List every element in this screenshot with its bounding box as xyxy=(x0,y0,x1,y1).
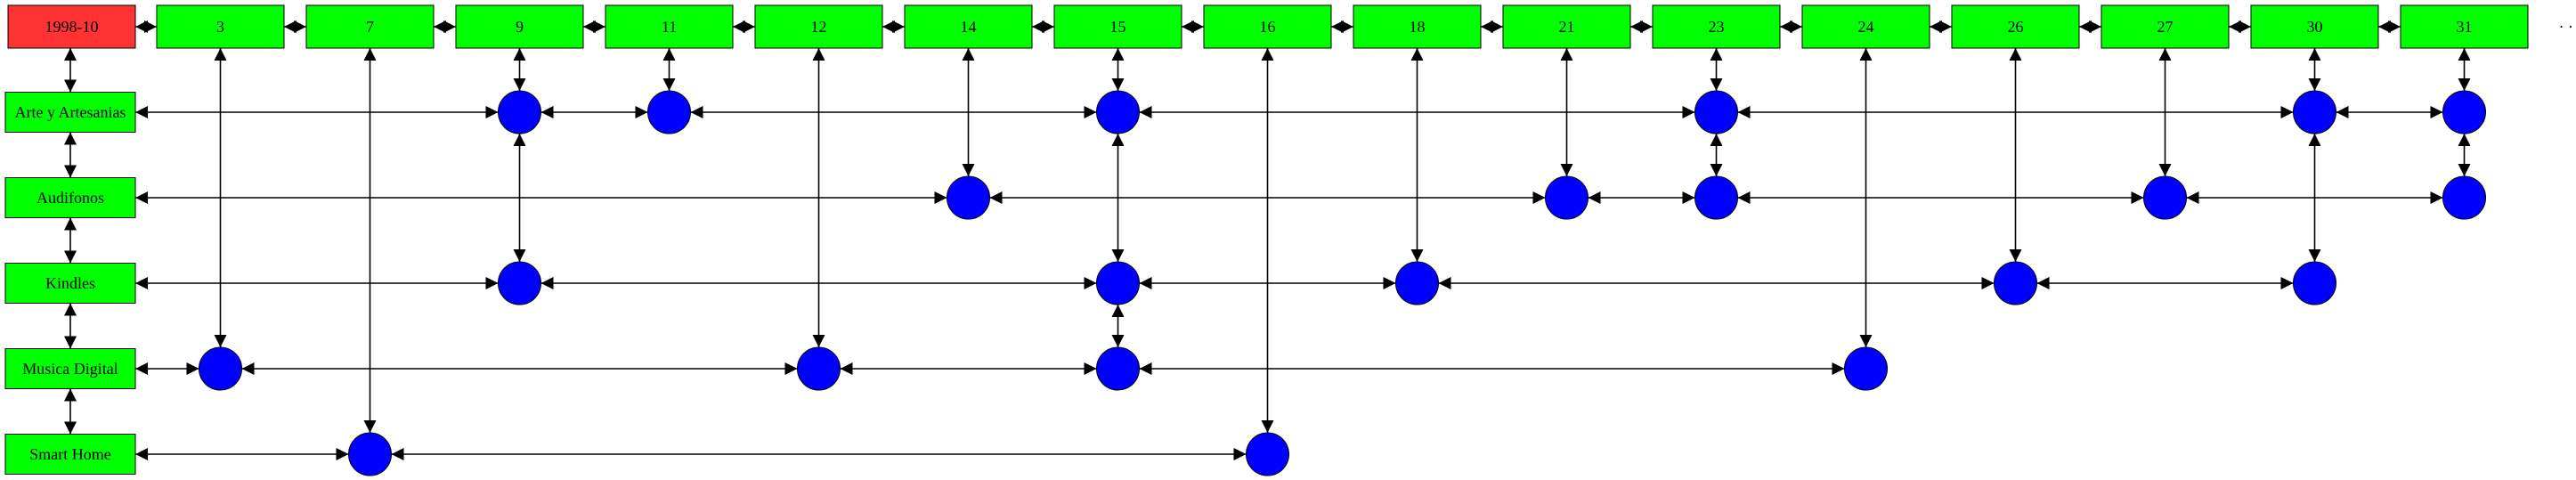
column-label-3: 3 xyxy=(216,18,224,36)
row-label-3: Musica Digital xyxy=(22,360,118,378)
column-label-21: 21 xyxy=(1559,18,1575,36)
column-label-7: 7 xyxy=(366,18,374,36)
row-box-0 xyxy=(4,92,136,133)
row-box-1 xyxy=(4,177,136,218)
node-kindles-15 xyxy=(1096,261,1140,305)
column-label-11: 11 xyxy=(662,18,677,36)
nodes-layer xyxy=(199,90,2486,476)
column-label-30: 30 xyxy=(2307,18,2323,36)
row-box-2 xyxy=(4,263,136,304)
trailing-ellipsis: · · · xyxy=(2559,18,2576,36)
node-arte-y-artesanias-9 xyxy=(498,90,541,134)
row-label-2: Kindles xyxy=(45,274,95,292)
row-label-1: Audifonos xyxy=(37,189,104,207)
column-box-11 xyxy=(605,4,734,49)
node-kindles-9 xyxy=(498,261,541,305)
column-label-12: 12 xyxy=(811,18,827,36)
node-musica-digital-12 xyxy=(797,346,841,391)
node-audifonos-14 xyxy=(947,175,990,220)
column-label-24: 24 xyxy=(1858,18,1874,36)
node-smart-home-7 xyxy=(348,432,392,476)
node-musica-digital-24 xyxy=(1844,346,1888,391)
column-box-27 xyxy=(2101,4,2230,49)
column-box-14 xyxy=(904,4,1033,49)
edges-layer xyxy=(64,20,2471,460)
node-musica-digital-3 xyxy=(199,346,242,391)
column-box-21 xyxy=(1502,4,1631,49)
row-box-3 xyxy=(4,348,136,389)
node-arte-y-artesanias-31 xyxy=(2442,90,2486,134)
column-label-23: 23 xyxy=(1709,18,1725,36)
row-label-4: Smart Home xyxy=(29,445,111,463)
column-label-27: 27 xyxy=(2158,18,2174,36)
boxes-layer xyxy=(4,4,2529,475)
column-box-23 xyxy=(1652,4,1781,49)
column-box-30 xyxy=(2250,4,2379,49)
labels-layer: 1998-10 3 7 9 11 12 14 15 16 18 21 23 24 26 27 30 31 · · … xyxy=(15,18,2576,463)
column-box-9 xyxy=(455,4,584,49)
node-audifonos-21 xyxy=(1545,175,1589,220)
column-box-16 xyxy=(1203,4,1332,49)
column-box-7 xyxy=(305,4,435,49)
column-label-15: 15 xyxy=(1110,18,1126,36)
column-box-18 xyxy=(1353,4,1482,49)
node-arte-y-artesanias-23 xyxy=(1694,90,1738,134)
column-label-31: 31 xyxy=(2457,18,2473,36)
column-label-26: 26 xyxy=(2008,18,2024,36)
column-box-12 xyxy=(754,4,883,49)
column-box-31 xyxy=(2400,4,2529,49)
node-audifonos-31 xyxy=(2442,175,2486,220)
node-audifonos-23 xyxy=(1694,175,1738,220)
node-audifonos-27 xyxy=(2143,175,2187,220)
node-kindles-18 xyxy=(1395,261,1439,305)
column-box-24 xyxy=(1801,4,1930,49)
root-label: 1998-10 xyxy=(45,18,99,36)
column-label-16: 16 xyxy=(1260,18,1276,36)
node-arte-y-artesanias-15 xyxy=(1096,90,1140,134)
column-box-26 xyxy=(1951,4,2080,49)
root-box xyxy=(7,4,136,49)
node-musica-digital-15 xyxy=(1096,346,1140,391)
column-box-3 xyxy=(156,4,285,49)
node-arte-y-artesanias-30 xyxy=(2293,90,2336,134)
column-label-14: 14 xyxy=(961,18,977,36)
column-box-15 xyxy=(1053,4,1182,49)
row-box-4 xyxy=(4,434,136,475)
column-label-18: 18 xyxy=(1410,18,1426,36)
column-label-9: 9 xyxy=(516,18,524,36)
row-label-0: Arte y Artesanias xyxy=(15,103,126,121)
node-smart-home-16 xyxy=(1246,432,1289,476)
node-kindles-30 xyxy=(2293,261,2336,305)
node-kindles-26 xyxy=(1994,261,2037,305)
node-arte-y-artesanias-11 xyxy=(647,90,691,134)
